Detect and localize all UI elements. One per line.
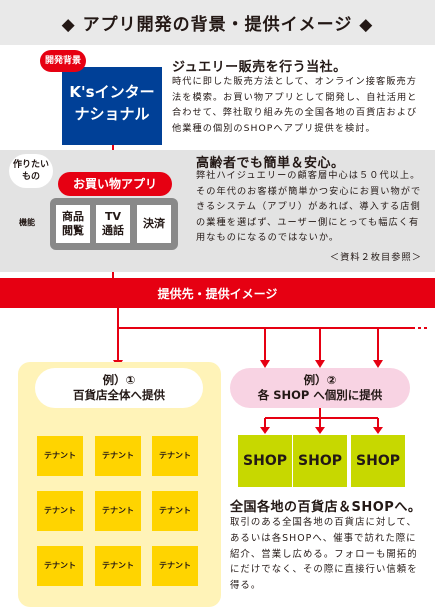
example2-number: 例）②	[303, 373, 337, 387]
arrow-head	[315, 427, 325, 434]
app-name: お買い物アプリ	[58, 172, 172, 196]
feature-text: 閲覧	[62, 224, 84, 237]
arrow-head	[260, 427, 270, 434]
feature-text: 商品	[62, 210, 84, 223]
example1-bubble: 例）① 百貨店全体へ提供	[35, 368, 203, 408]
tenant-box: テナント	[152, 491, 198, 531]
example1-text: 百貨店全体へ提供	[73, 388, 165, 402]
background-heading: ジュエリー販売を行う当社。	[172, 60, 347, 75]
shop-box: SHOP	[351, 435, 405, 487]
tenant-box: テナント	[95, 546, 141, 586]
nationwide-heading: 全国各地の百貨店＆SHOPへ。	[230, 500, 422, 515]
page-title: ◆ アプリ開発の背景・提供イメージ ◆	[61, 15, 374, 35]
arrow-head	[260, 360, 270, 368]
feature-text: 決済	[143, 217, 165, 230]
provide-band	[0, 278, 435, 308]
feature-browse: 商品閲覧	[56, 205, 90, 243]
background-label: 開発背景	[40, 50, 86, 72]
want-label: 作りたい もの	[9, 154, 53, 188]
tenant-box: テナント	[152, 436, 198, 476]
background-body: 時代に即した販売方法として、オンライン接客販売方法を模索。お買い物アプリとして開…	[172, 76, 418, 134]
company-name-line1: K'sインター	[69, 83, 155, 101]
provide-title: 提供先・提供イメージ	[157, 287, 278, 301]
example2-text: 各 SHOP へ個別に提供	[257, 388, 383, 402]
elderly-body: 弊社ハイジュエリーの顧客層中心は５０代以上。その年代のお客様が簡単かつ安心にお買…	[196, 170, 422, 243]
company-name-line2: ナショナル	[74, 105, 150, 123]
elderly-heading: 高齢者でも簡単＆安心。	[196, 156, 345, 171]
tenant-box: テナント	[37, 436, 83, 476]
title-bar	[0, 0, 435, 45]
tenant-box: テナント	[37, 491, 83, 531]
company-box: K'sインター ナショナル	[62, 67, 162, 145]
tenant-box: テナント	[95, 436, 141, 476]
feature-text: TV	[104, 210, 122, 223]
features-label: 機能	[19, 218, 35, 227]
shop-box: SHOP	[293, 435, 347, 487]
example2-bubble: 例）② 各 SHOP へ個別に提供	[230, 368, 410, 408]
nationwide-body: 取引のある全国各地の百貨店に対して、あるいは各SHOPへ、催事で訪れた際に紹介、…	[230, 517, 418, 592]
tenant-box: テナント	[152, 546, 198, 586]
arrow-head	[373, 427, 383, 434]
want-label-line1: 作りたい	[12, 160, 49, 170]
arrow-head	[373, 360, 383, 368]
want-label-line2: もの	[21, 172, 40, 182]
elderly-note: ＜資料２枚目参照＞	[329, 252, 422, 263]
tenant-box: テナント	[95, 491, 141, 531]
example1-number: 例）①	[102, 373, 136, 387]
feature-text: 通話	[102, 224, 124, 237]
arrow-head	[315, 360, 325, 368]
feature-payment: 決済	[137, 205, 171, 243]
shop-box: SHOP	[238, 435, 292, 487]
tenant-box: テナント	[37, 546, 83, 586]
